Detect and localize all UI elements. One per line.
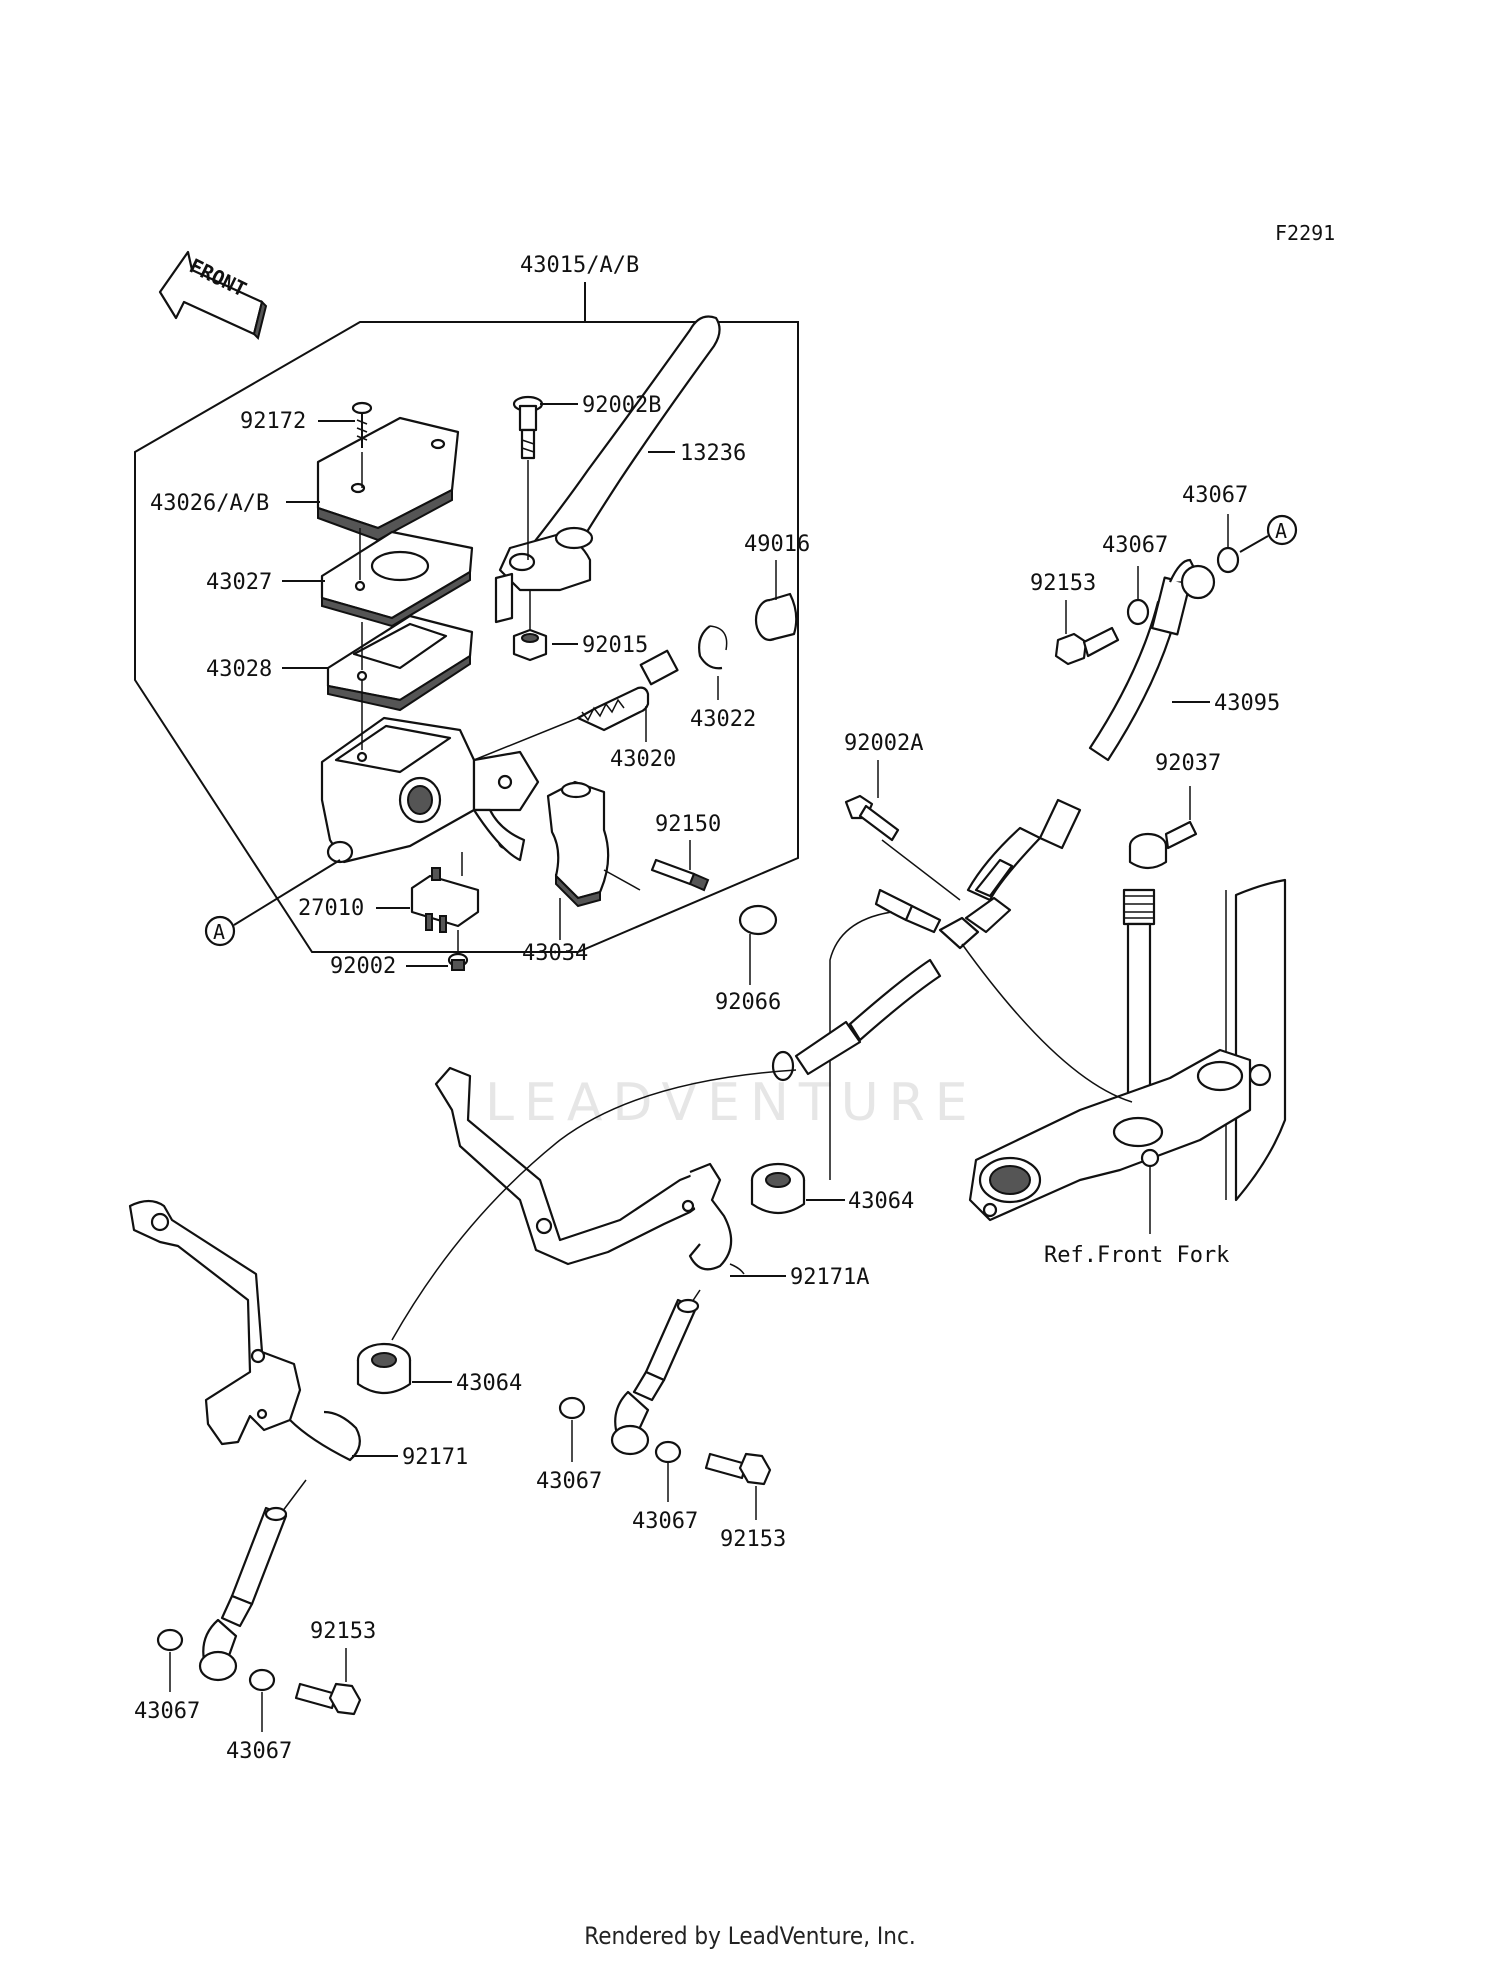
banjo-bolt-icon [704, 1452, 772, 1486]
label-92172: 92172 [240, 409, 306, 434]
callout-a-left-letter: A [213, 920, 225, 944]
label-43067-b: 43067 [1182, 483, 1248, 508]
label-43020: 43020 [610, 747, 676, 772]
label-43067-c: 43067 [536, 1469, 602, 1494]
lever-holder [546, 780, 610, 908]
bolt-icon [650, 858, 710, 892]
label-92002: 92002 [330, 954, 396, 979]
label-43067-a: 43067 [1102, 533, 1168, 558]
label-43067-d: 43067 [632, 1509, 698, 1534]
label-92037: 92037 [1155, 751, 1221, 776]
label-43034: 43034 [522, 941, 588, 966]
label-92150: 92150 [655, 812, 721, 837]
label-43028: 43028 [206, 657, 272, 682]
brake-hose-right [610, 1298, 700, 1456]
banjo-bolt-icon [294, 1682, 362, 1716]
washer-icon [248, 1668, 276, 1692]
label-92153-top: 92153 [1030, 571, 1096, 596]
washer-icon [654, 1440, 682, 1464]
label-43022: 43022 [690, 707, 756, 732]
master-cylinder-body [320, 716, 540, 864]
brake-switch [410, 867, 480, 933]
label-92153-left: 92153 [310, 1619, 376, 1644]
label-13236: 13236 [680, 441, 746, 466]
callout-a-right [1266, 514, 1298, 546]
grommet-icon [750, 1162, 806, 1215]
label-43064-right: 43064 [848, 1189, 914, 1214]
rubber-cap [738, 904, 778, 936]
label-92171: 92171 [402, 1445, 468, 1470]
piston-assembly [576, 649, 679, 732]
watermark: LEADVENTURE [485, 1073, 978, 1133]
diaphragm [326, 614, 474, 712]
nut-icon [512, 628, 548, 662]
assembly-outline [134, 321, 799, 953]
washer-icon [156, 1628, 184, 1652]
boot-icon [754, 592, 798, 642]
label-43026: 43026/A/B [150, 491, 269, 516]
screw-icon [351, 401, 373, 448]
footer-credit: Rendered by LeadVenture, Inc. [584, 1922, 916, 1950]
label-92171A: 92171A [790, 1265, 869, 1290]
brake-hose-left [198, 1506, 288, 1682]
grommet-icon [356, 1342, 412, 1395]
label-43067-f: 43067 [226, 1739, 292, 1764]
diagram-code: F2291 [1275, 221, 1335, 245]
label-43095: 43095 [1214, 691, 1280, 716]
pivot-bolt-icon [512, 395, 544, 460]
label-92015: 92015 [582, 633, 648, 658]
callout-a-right-letter: A [1275, 519, 1287, 543]
brake-hose-upper [966, 558, 1216, 902]
label-43015: 43015/A/B [520, 253, 639, 278]
label-43067-e: 43067 [134, 1699, 200, 1724]
label-92002B: 92002B [582, 393, 661, 418]
callout-a-left [204, 915, 236, 947]
brake-lever [494, 315, 721, 624]
label-49016: 49016 [744, 532, 810, 557]
label-27010: 27010 [298, 896, 364, 921]
front-arrow-icon: FRONT [158, 250, 268, 340]
screw-icon [447, 952, 469, 971]
label-43064-left: 43064 [456, 1371, 522, 1396]
label-92002A: 92002A [844, 731, 923, 756]
label-92066: 92066 [715, 990, 781, 1015]
hose-bracket [128, 1199, 361, 1462]
label-92153-right: 92153 [720, 1527, 786, 1552]
reservoir-plate [320, 530, 474, 628]
clamp-icon [1128, 820, 1198, 870]
brake-joint-block [874, 888, 1012, 950]
front-fork-stem [968, 878, 1287, 1222]
reference-front-fork: Ref.Front Fork [1044, 1243, 1229, 1268]
washer-icon [1126, 598, 1150, 626]
hose-bracket-a [434, 1066, 733, 1271]
reservoir-cap [316, 416, 460, 542]
brake-hose-middle [771, 958, 942, 1082]
washer-icon [558, 1396, 586, 1420]
bolt-icon [844, 794, 900, 842]
washer-icon [1216, 546, 1240, 574]
banjo-bolt-icon [1054, 626, 1120, 666]
circlip-icon [698, 625, 728, 670]
label-43027: 43027 [206, 570, 272, 595]
